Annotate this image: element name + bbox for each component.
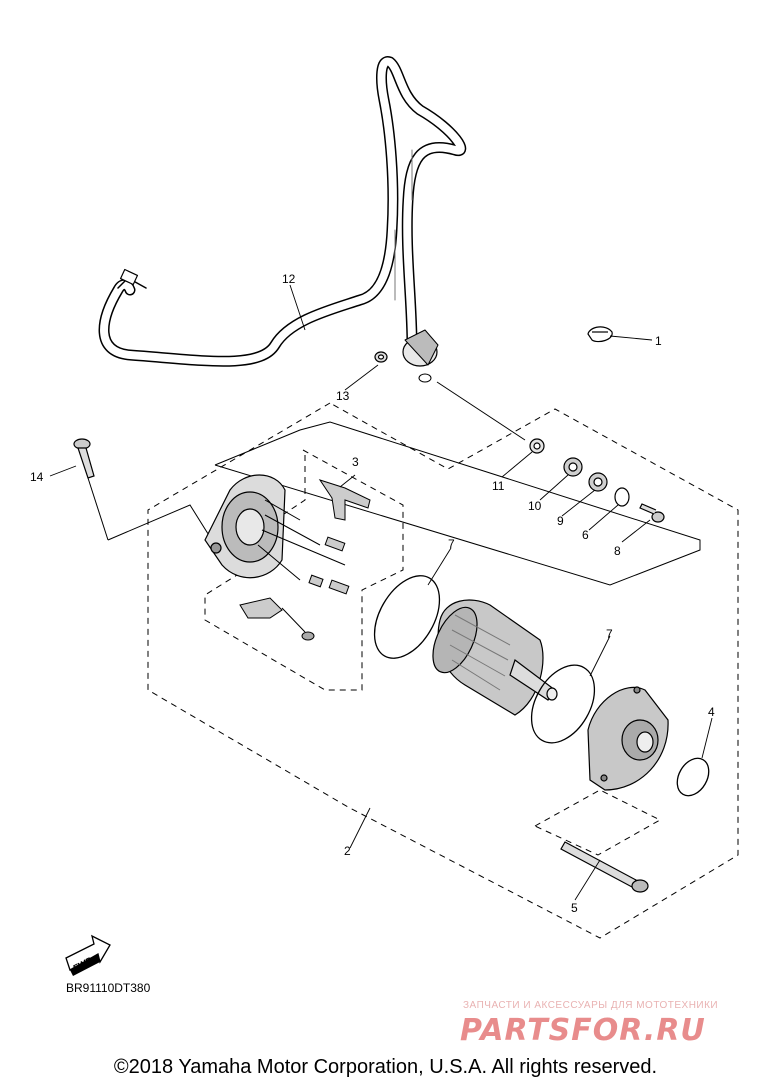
copyright-text: ©2018 Yamaha Motor Corporation, U.S.A. A… [113,1056,658,1078]
callout-12: 12 [282,272,296,286]
o-ring-part-4 [676,757,710,797]
o-ring-part-7-right [530,664,596,744]
washer-part-10 [563,457,583,477]
callout-14: 14 [30,470,44,484]
callout-labels: 1 2 3 4 5 6 7 7 8 9 10 11 12 13 14 [30,272,715,915]
brush-springs [239,479,371,641]
watermark-logo: PARTSFOR.RU [460,1013,706,1046]
watermark-tagline: ЗАПЧАСТИ И АКСЕССУАРЫ ДЛЯ МОТОТЕХНИКИ [463,1000,719,1011]
washer-part-9 [588,472,608,492]
callout-8: 8 [614,544,621,558]
diagram-code: BR91110DT380 [66,981,151,995]
callout-2: 2 [344,844,351,858]
svg-text:PARTSFOR.RU: PARTSFOR.RU [460,1013,706,1046]
washer-part-11 [529,438,545,454]
o-ring-part-7-left [373,575,441,659]
callout-6: 6 [582,528,589,542]
callout-7b: 7 [606,627,613,641]
leader-lines [49,284,713,901]
callout-5: 5 [571,901,578,915]
o-ring-part-6 [614,487,630,507]
rear-cover-brush-plate [204,474,346,581]
assembly-boundary-part-2 [147,402,739,939]
callout-3: 3 [352,455,359,469]
fwd-arrow-icon: FWD [65,934,111,976]
front-cover [587,686,669,791]
callout-1: 1 [655,334,662,348]
nut-part-13 [374,351,388,363]
callout-4: 4 [708,705,715,719]
callout-9: 9 [557,514,564,528]
long-bolt-part-5 [560,841,649,893]
assembly-lines [87,381,701,586]
armature-yoke [432,599,558,716]
clamp-part-1 [587,326,613,343]
callout-7a: 7 [448,537,455,551]
callout-10: 10 [528,499,542,513]
callout-13: 13 [336,389,350,403]
callout-11: 11 [492,479,505,493]
starter-cable-part-12 [98,56,467,383]
screw-part-8 [639,503,665,523]
bolt-part-14 [73,438,95,479]
